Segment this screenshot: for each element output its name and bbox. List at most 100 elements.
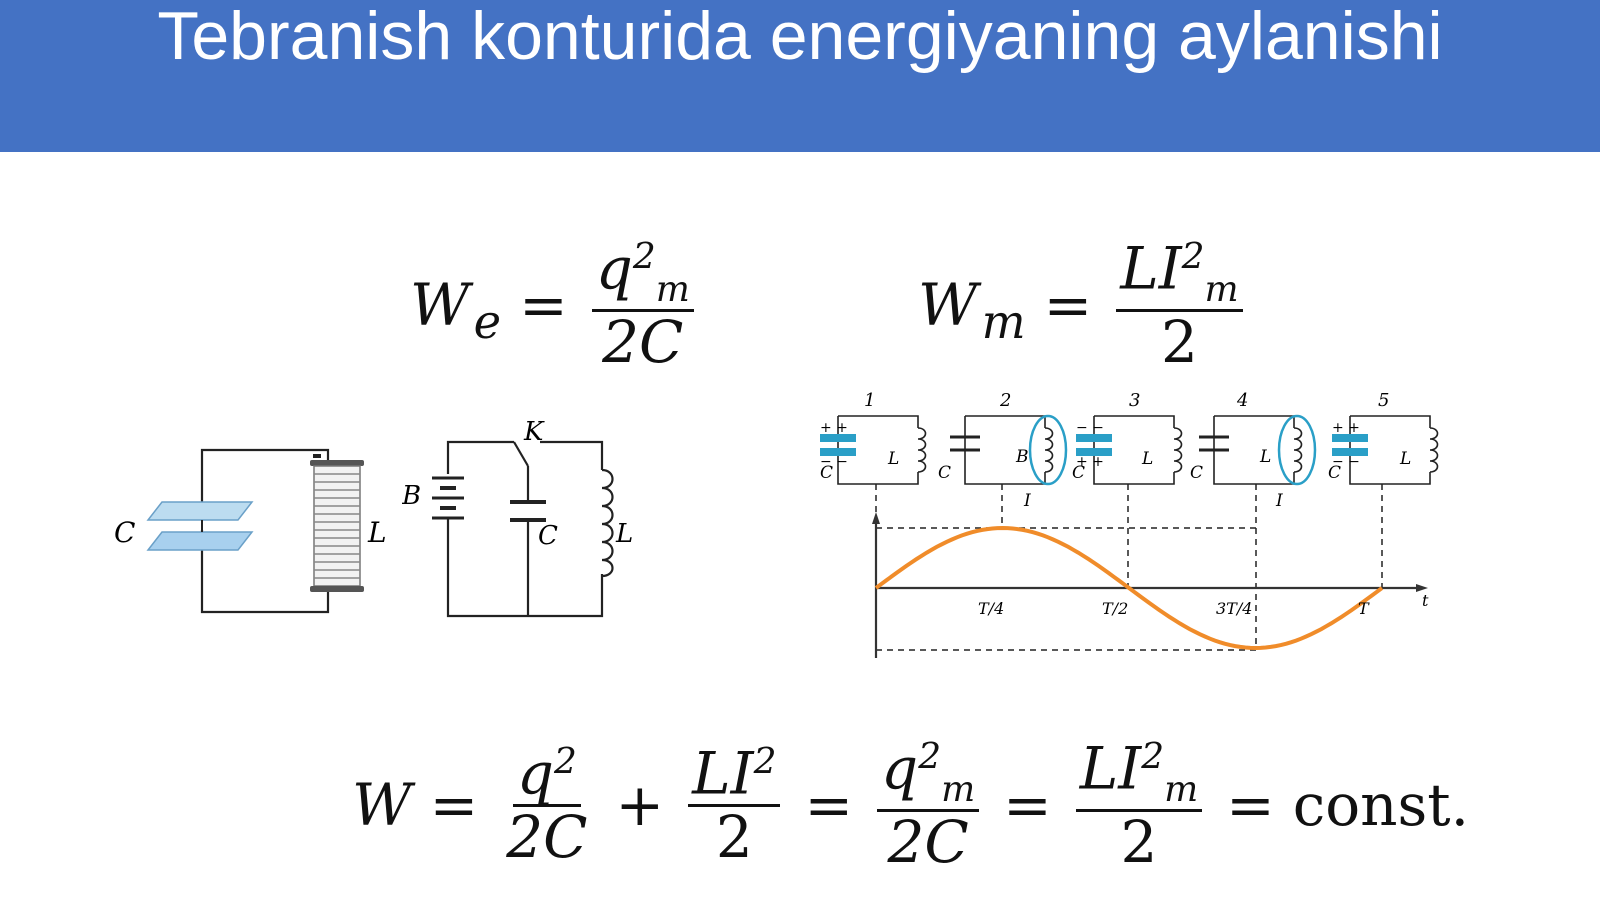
wm-lhs-sub: m xyxy=(981,294,1026,349)
total-eq-1: = xyxy=(429,771,479,840)
oscillation-cycle-diagram: 1 2 3 4 5 + +− − C L C B I − −+ + C L C … xyxy=(820,392,1439,658)
we-num-sub: m xyxy=(655,268,690,310)
stage-4-i-label: I xyxy=(1275,491,1283,511)
total-eq-3: = xyxy=(1003,771,1052,840)
t1-sup: 2 xyxy=(554,740,577,782)
stage-2-b-label: B xyxy=(1015,447,1029,467)
stage-4-field-icon xyxy=(1277,414,1317,486)
stage-1-l-label: L xyxy=(887,449,899,469)
stage-3-capacitor: − − + + xyxy=(1076,420,1112,470)
wm-den: 2 xyxy=(1160,307,1198,376)
stage-3-c-label: C xyxy=(1072,463,1085,483)
capacitor-coil-diagram: C L xyxy=(114,448,387,614)
graph-dashed-guides xyxy=(875,484,1383,651)
w-lhs: W xyxy=(352,771,412,840)
term-4-fraction: LI2m 2 xyxy=(1075,736,1203,876)
stage-4-l-label: L xyxy=(1259,447,1271,467)
battery xyxy=(432,476,464,520)
inductor-coil xyxy=(601,468,614,578)
capacitor-label: C xyxy=(114,516,135,549)
battery-label: B xyxy=(402,481,421,511)
wm-equals: = xyxy=(1043,271,1093,340)
wm-num: LI xyxy=(1120,234,1182,303)
capacitor-plate-bottom xyxy=(146,531,254,551)
term-3-fraction: q2m 2C xyxy=(877,736,980,876)
t4-den: 2 xyxy=(1120,807,1158,876)
wm-num-sub: m xyxy=(1204,268,1239,310)
t2-sup: 2 xyxy=(753,740,777,782)
term-2-fraction: LI2 2 xyxy=(688,740,781,871)
time-label-quarter: T/4 xyxy=(978,599,1004,618)
coil-label: L xyxy=(367,516,387,549)
stage-1-c-label: C xyxy=(820,463,833,483)
we-lhs: W xyxy=(410,271,470,340)
t3-num: q xyxy=(881,734,919,803)
stage-5-capacitor: + + − − xyxy=(1332,420,1368,470)
stage-5-l-label: L xyxy=(1399,449,1411,469)
t3-sup: 2 xyxy=(918,736,942,777)
t4-sub: m xyxy=(1164,768,1199,810)
we-den: 2C xyxy=(602,307,684,376)
stage-2-field-icon xyxy=(1028,414,1068,486)
stage-number-5: 5 xyxy=(1378,392,1389,411)
circuit-capacitor xyxy=(510,500,546,522)
total-energy-formula: W = q2 2C + LI2 2 = q2m 2C = LI2m 2 = co… xyxy=(352,738,1469,873)
time-label-three-quarter: 3T/4 xyxy=(1216,599,1252,618)
t1-den: 2C xyxy=(506,802,588,871)
stage-5-c-label: C xyxy=(1328,463,1341,483)
switch-blade xyxy=(513,441,529,467)
t4-num: LI xyxy=(1079,734,1142,803)
we-num: q xyxy=(595,234,633,303)
stage-number-3: 3 xyxy=(1129,392,1140,411)
battery-wire xyxy=(446,440,514,474)
stage-number-4: 4 xyxy=(1236,392,1248,411)
time-label-period: T xyxy=(1358,599,1370,618)
t4-sup: 2 xyxy=(1141,736,1165,777)
stage-2-i-label: I xyxy=(1023,491,1031,511)
total-eq-2: = xyxy=(804,771,854,840)
stage-4-c-label: C xyxy=(1190,463,1203,483)
stage-1-capacitor: + + − − xyxy=(820,420,856,470)
svg-text:− −: − − xyxy=(820,454,848,470)
slide-title: Tebranish konturida energiyaning aylanis… xyxy=(157,0,1443,74)
svg-text:− −: − − xyxy=(1076,420,1104,436)
stage-2-c-label: C xyxy=(938,463,951,483)
we-lhs-sub: e xyxy=(473,294,502,349)
stage-2-circuit xyxy=(950,415,1054,485)
coil xyxy=(310,454,364,592)
wm-num-sup: 2 xyxy=(1181,236,1205,277)
svg-text:+ +: + + xyxy=(1332,420,1360,436)
term-1-fraction: q2 2C xyxy=(502,740,591,871)
we-num-sup: 2 xyxy=(632,236,656,277)
time-label-half: T/2 xyxy=(1102,599,1128,618)
we-equals: = xyxy=(519,271,568,340)
t2-num: LI xyxy=(692,739,754,808)
wm-lhs: W xyxy=(918,271,978,340)
t3-sub: m xyxy=(941,768,976,810)
total-eq-4: = xyxy=(1226,771,1275,840)
t1-num: q xyxy=(516,739,554,808)
svg-text:− −: − − xyxy=(1332,454,1360,470)
t3-den: 2C xyxy=(887,807,969,876)
lc-circuit-diagram: B K C L xyxy=(402,418,633,618)
we-fraction: q2m 2C xyxy=(591,236,694,376)
total-plus: + xyxy=(615,771,665,840)
const-value: const. xyxy=(1292,771,1470,840)
inductor-label: L xyxy=(615,519,633,549)
svg-text:+ +: + + xyxy=(820,420,848,436)
stage-3-l-label: L xyxy=(1141,449,1153,469)
stage-number-1: 1 xyxy=(864,392,875,411)
stage-4-circuit xyxy=(1199,415,1303,485)
stage-number-2: 2 xyxy=(999,392,1011,411)
capacitor-label: C xyxy=(538,521,558,551)
capacitor-plate-top xyxy=(146,501,254,521)
wm-fraction: LI2m 2 xyxy=(1116,236,1243,376)
t2-den: 2 xyxy=(715,802,753,871)
title-bar: Tebranish konturida energiyaning aylanis… xyxy=(0,0,1600,152)
oscillation-curve xyxy=(874,525,1384,651)
time-axis-label: t xyxy=(1422,591,1429,610)
svg-text:+ +: + + xyxy=(1076,454,1104,470)
wire-loop xyxy=(200,448,330,614)
